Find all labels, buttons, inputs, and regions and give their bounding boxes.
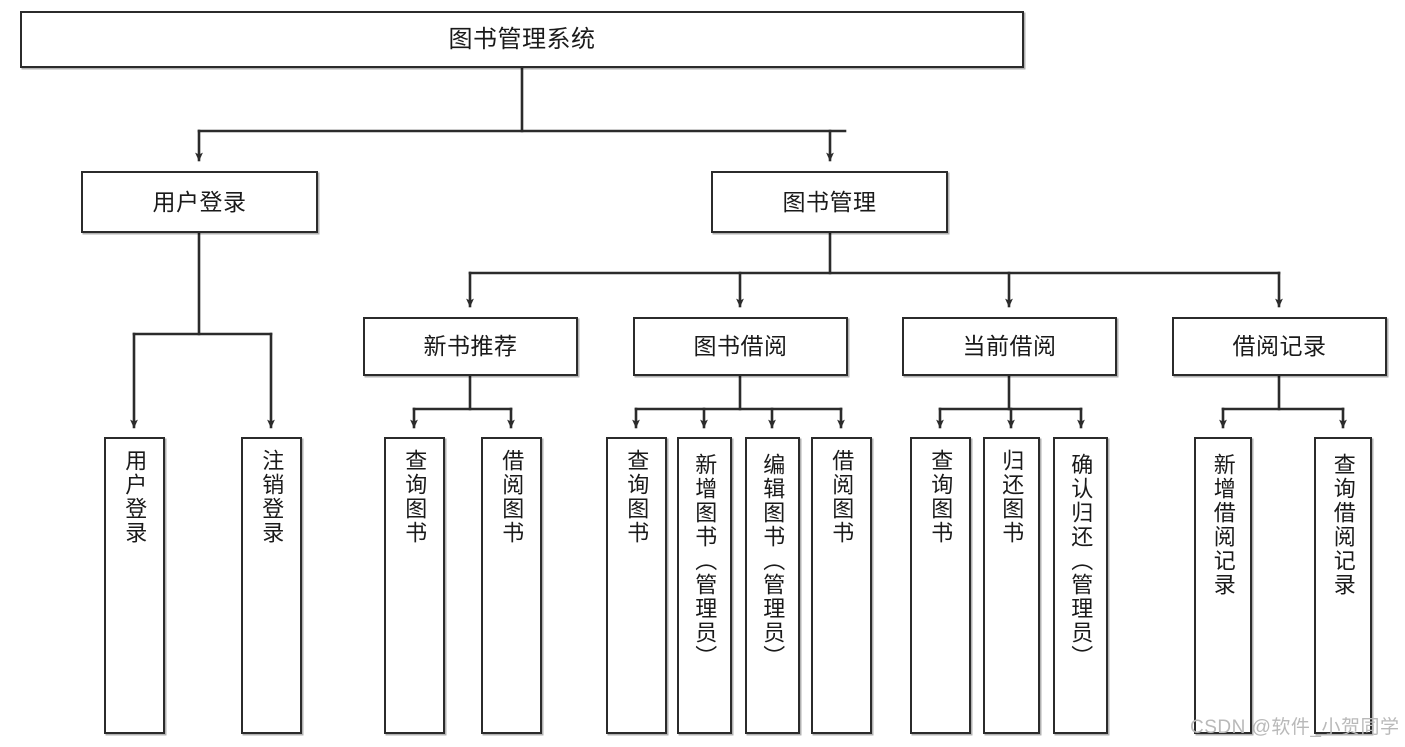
node-leaf-add-borrow-record-label: 新增借阅记录 — [1210, 453, 1236, 597]
csdn-watermark: CSDN @软件_小贺同学 — [1190, 717, 1400, 738]
node-leaf-logout[interactable]: 注销登录 — [241, 437, 302, 734]
node-current-borrow-label: 当前借阅 — [962, 333, 1057, 360]
node-root[interactable]: 图书管理系统 — [20, 11, 1024, 68]
node-leaf-query-book-3-label: 查询图书 — [928, 449, 954, 545]
node-book-manage[interactable]: 图书管理 — [711, 171, 948, 233]
node-borrow-record-label: 借阅记录 — [1232, 333, 1327, 360]
node-leaf-confirm-return-admin[interactable]: 确认归还（管理员） — [1053, 437, 1108, 734]
node-borrow-record[interactable]: 借阅记录 — [1172, 317, 1387, 376]
node-leaf-query-borrow-record-label: 查询借阅记录 — [1330, 453, 1356, 597]
node-leaf-confirm-return-admin-label: 确认归还（管理员） — [1068, 453, 1094, 669]
node-book-manage-label: 图书管理 — [782, 188, 877, 215]
node-current-borrow[interactable]: 当前借阅 — [902, 317, 1117, 376]
node-user-login[interactable]: 用户登录 — [81, 171, 318, 233]
node-leaf-borrow-book-2[interactable]: 借阅图书 — [811, 437, 872, 734]
node-leaf-add-borrow-record[interactable]: 新增借阅记录 — [1194, 437, 1252, 734]
node-leaf-borrow-book-1-label: 借阅图书 — [499, 449, 525, 545]
node-leaf-borrow-book-2-label: 借阅图书 — [829, 449, 855, 545]
node-book-borrow[interactable]: 图书借阅 — [633, 317, 848, 376]
node-leaf-edit-book-admin[interactable]: 编辑图书（管理员） — [745, 437, 800, 734]
node-leaf-logout-label: 注销登录 — [259, 449, 285, 545]
node-leaf-query-book-1[interactable]: 查询图书 — [384, 437, 445, 734]
node-leaf-user-login[interactable]: 用户登录 — [104, 437, 165, 734]
node-user-login-label: 用户登录 — [152, 188, 247, 215]
node-leaf-query-book-2-label: 查询图书 — [624, 449, 650, 545]
node-leaf-query-book-1-label: 查询图书 — [402, 449, 428, 545]
node-book-borrow-label: 图书借阅 — [693, 333, 788, 360]
node-leaf-query-book-3[interactable]: 查询图书 — [910, 437, 971, 734]
node-leaf-borrow-book-1[interactable]: 借阅图书 — [481, 437, 542, 734]
node-root-label: 图书管理系统 — [448, 25, 596, 53]
node-leaf-return-book[interactable]: 归还图书 — [983, 437, 1040, 734]
node-leaf-add-book-admin[interactable]: 新增图书（管理员） — [677, 437, 732, 734]
node-leaf-user-login-label: 用户登录 — [122, 449, 148, 545]
node-new-book-rec[interactable]: 新书推荐 — [363, 317, 578, 376]
node-leaf-query-borrow-record[interactable]: 查询借阅记录 — [1314, 437, 1372, 734]
node-leaf-add-book-admin-label: 新增图书（管理员） — [692, 453, 718, 669]
node-leaf-return-book-label: 归还图书 — [999, 449, 1025, 545]
node-leaf-edit-book-admin-label: 编辑图书（管理员） — [760, 453, 786, 669]
node-new-book-rec-label: 新书推荐 — [423, 333, 518, 360]
node-leaf-query-book-2[interactable]: 查询图书 — [606, 437, 667, 734]
